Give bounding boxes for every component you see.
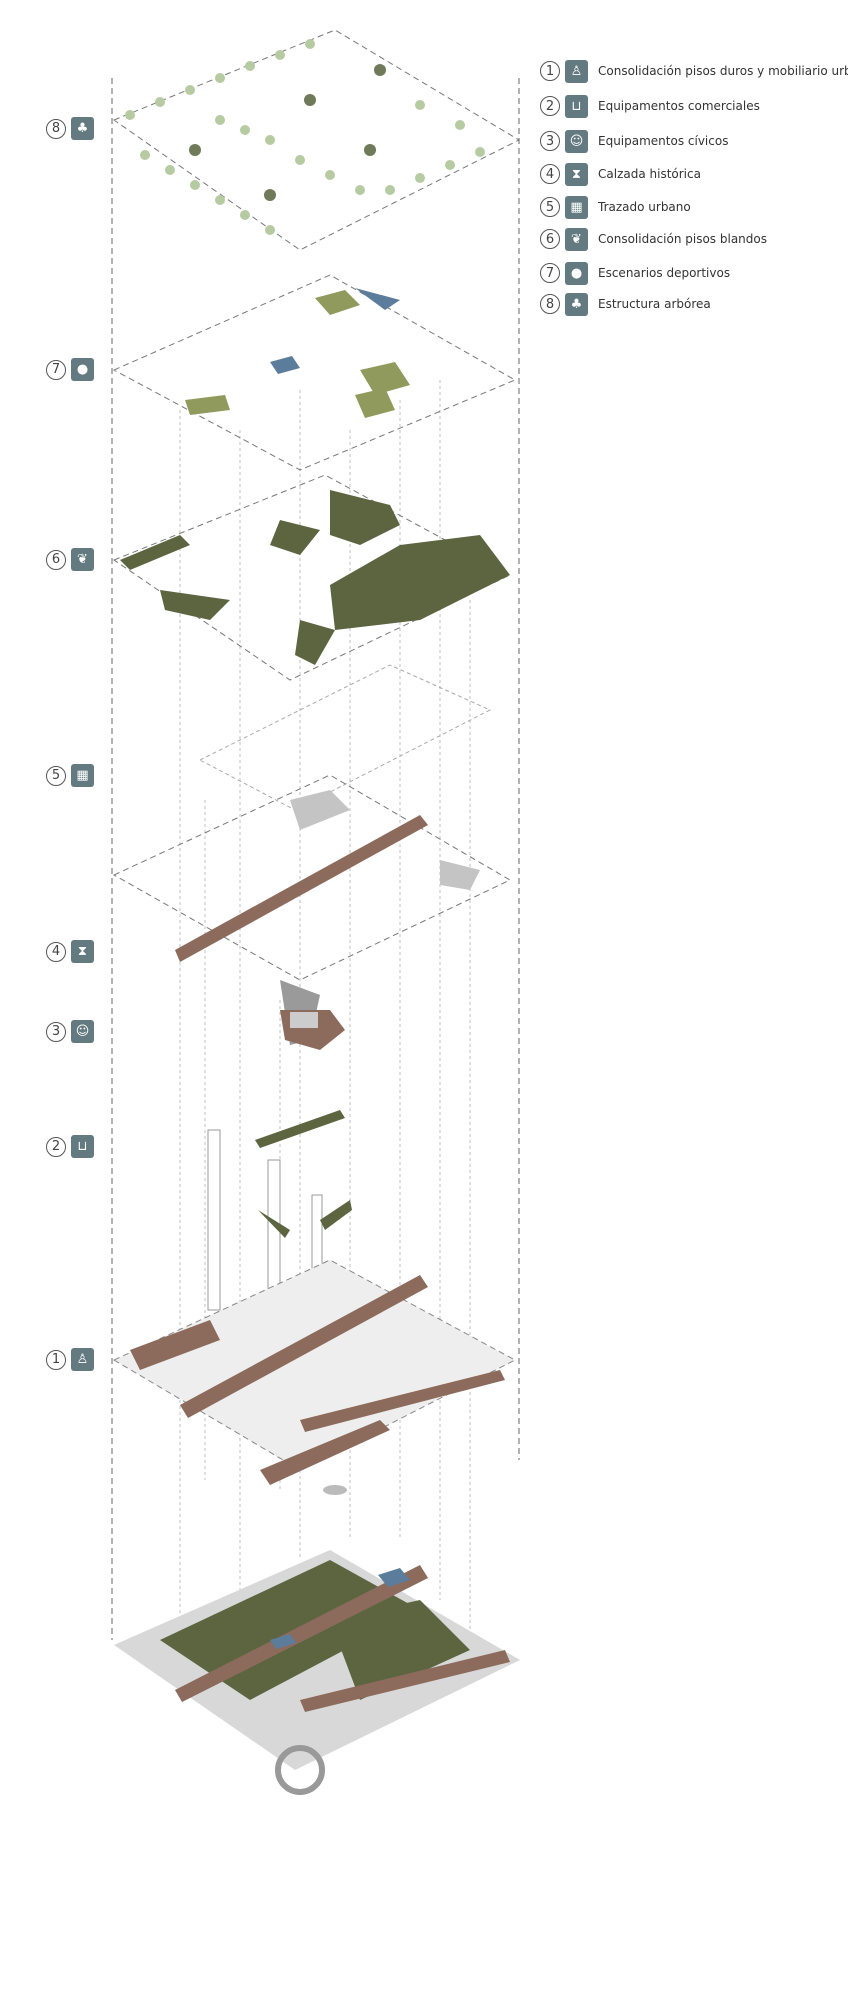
frame-lines [111,78,520,1640]
legend-item: 3☺ Equipamentos cívicos [540,128,728,154]
legend-label: Estructura arbórea [598,297,711,311]
layer-3-civic [280,1010,345,1050]
layer-number: 4 [46,941,66,962]
layer-label-4: 4⧗ [46,940,94,963]
theater-masks-icon: ☺ [71,1020,94,1043]
urban-grid-icon: ▦ [71,764,94,787]
tree-icon: ♣ [71,117,94,140]
layer-number: 6 [46,549,66,570]
legend-label: Consolidación pisos duros y mobiliario u… [598,64,848,78]
legend-label: Equipamentos cívicos [598,134,729,148]
legend-label: Escenarios deportivos [598,266,731,280]
person-bench-icon: ♙ [565,59,588,83]
legend-number: 2 [540,96,560,116]
legend-label: Consolidación pisos blandos [598,232,767,246]
layer-base-composite [114,1550,520,1795]
legend-item: 8♣ Estructura arbórea [540,291,711,317]
legend-item: 4⧗ Calzada histórica [540,161,701,187]
legend-item: 1♙ Consolidación pisos duros y mobiliario… [540,58,848,84]
legend-number: 4 [540,164,560,184]
layer-5-urban-grid [112,664,512,981]
tree-icon: ♣ [565,292,588,316]
layer-8-trees [112,29,521,251]
legend-number: 8 [540,294,560,314]
legend-label: Equipamentos comerciales [598,99,760,113]
layer-2-commercial [207,1110,352,1311]
layer-label-8: 8♣ [46,117,94,140]
layer-label-3: 3☺ [46,1020,94,1043]
legend-number: 7 [540,263,560,283]
layer-number: 7 [46,359,66,380]
layer-label-2: 2⊔ [46,1135,94,1158]
legend-number: 5 [540,197,560,217]
legend-item: 6❦ Consolidación pisos blandos [540,226,767,252]
layer-number: 8 [46,118,66,139]
legend-number: 3 [540,131,560,151]
layer-number: 3 [46,1021,66,1042]
theater-masks-icon: ☺ [565,129,588,153]
soccer-ball-icon: ● [71,358,94,381]
legend-label: Calzada histórica [598,167,701,181]
layer-6-soft-floors [112,474,512,681]
legend-number: 1 [540,61,560,81]
leaves-icon: ❦ [71,548,94,571]
layer-1-hard-floors [112,1259,517,1495]
hourglass-icon: ⧗ [565,162,588,186]
layer-7-sports [112,274,517,471]
layer-label-6: 6❦ [46,548,94,571]
layer-number: 5 [46,765,66,786]
hourglass-icon: ⧗ [71,940,94,963]
shopping-cart-icon: ⊔ [71,1135,94,1158]
urban-grid-icon: ▦ [565,195,588,219]
layer-label-1: 1♙ [46,1348,94,1371]
legend-item: 7● Escenarios deportivos [540,260,730,286]
soccer-ball-icon: ● [565,261,588,285]
shopping-cart-icon: ⊔ [565,94,588,118]
leaves-icon: ❦ [565,227,588,251]
legend-item: 2⊔ Equipamentos comerciales [540,93,760,119]
person-bench-icon: ♙ [71,1348,94,1371]
layer-number: 2 [46,1136,66,1157]
layer-label-5: 5▦ [46,764,94,787]
legend-label: Trazado urbano [598,200,691,214]
layer-label-7: 7● [46,358,94,381]
legend-item: 5▦ Trazado urbano [540,194,691,220]
legend-number: 6 [540,229,560,249]
layer-number: 1 [46,1349,66,1370]
